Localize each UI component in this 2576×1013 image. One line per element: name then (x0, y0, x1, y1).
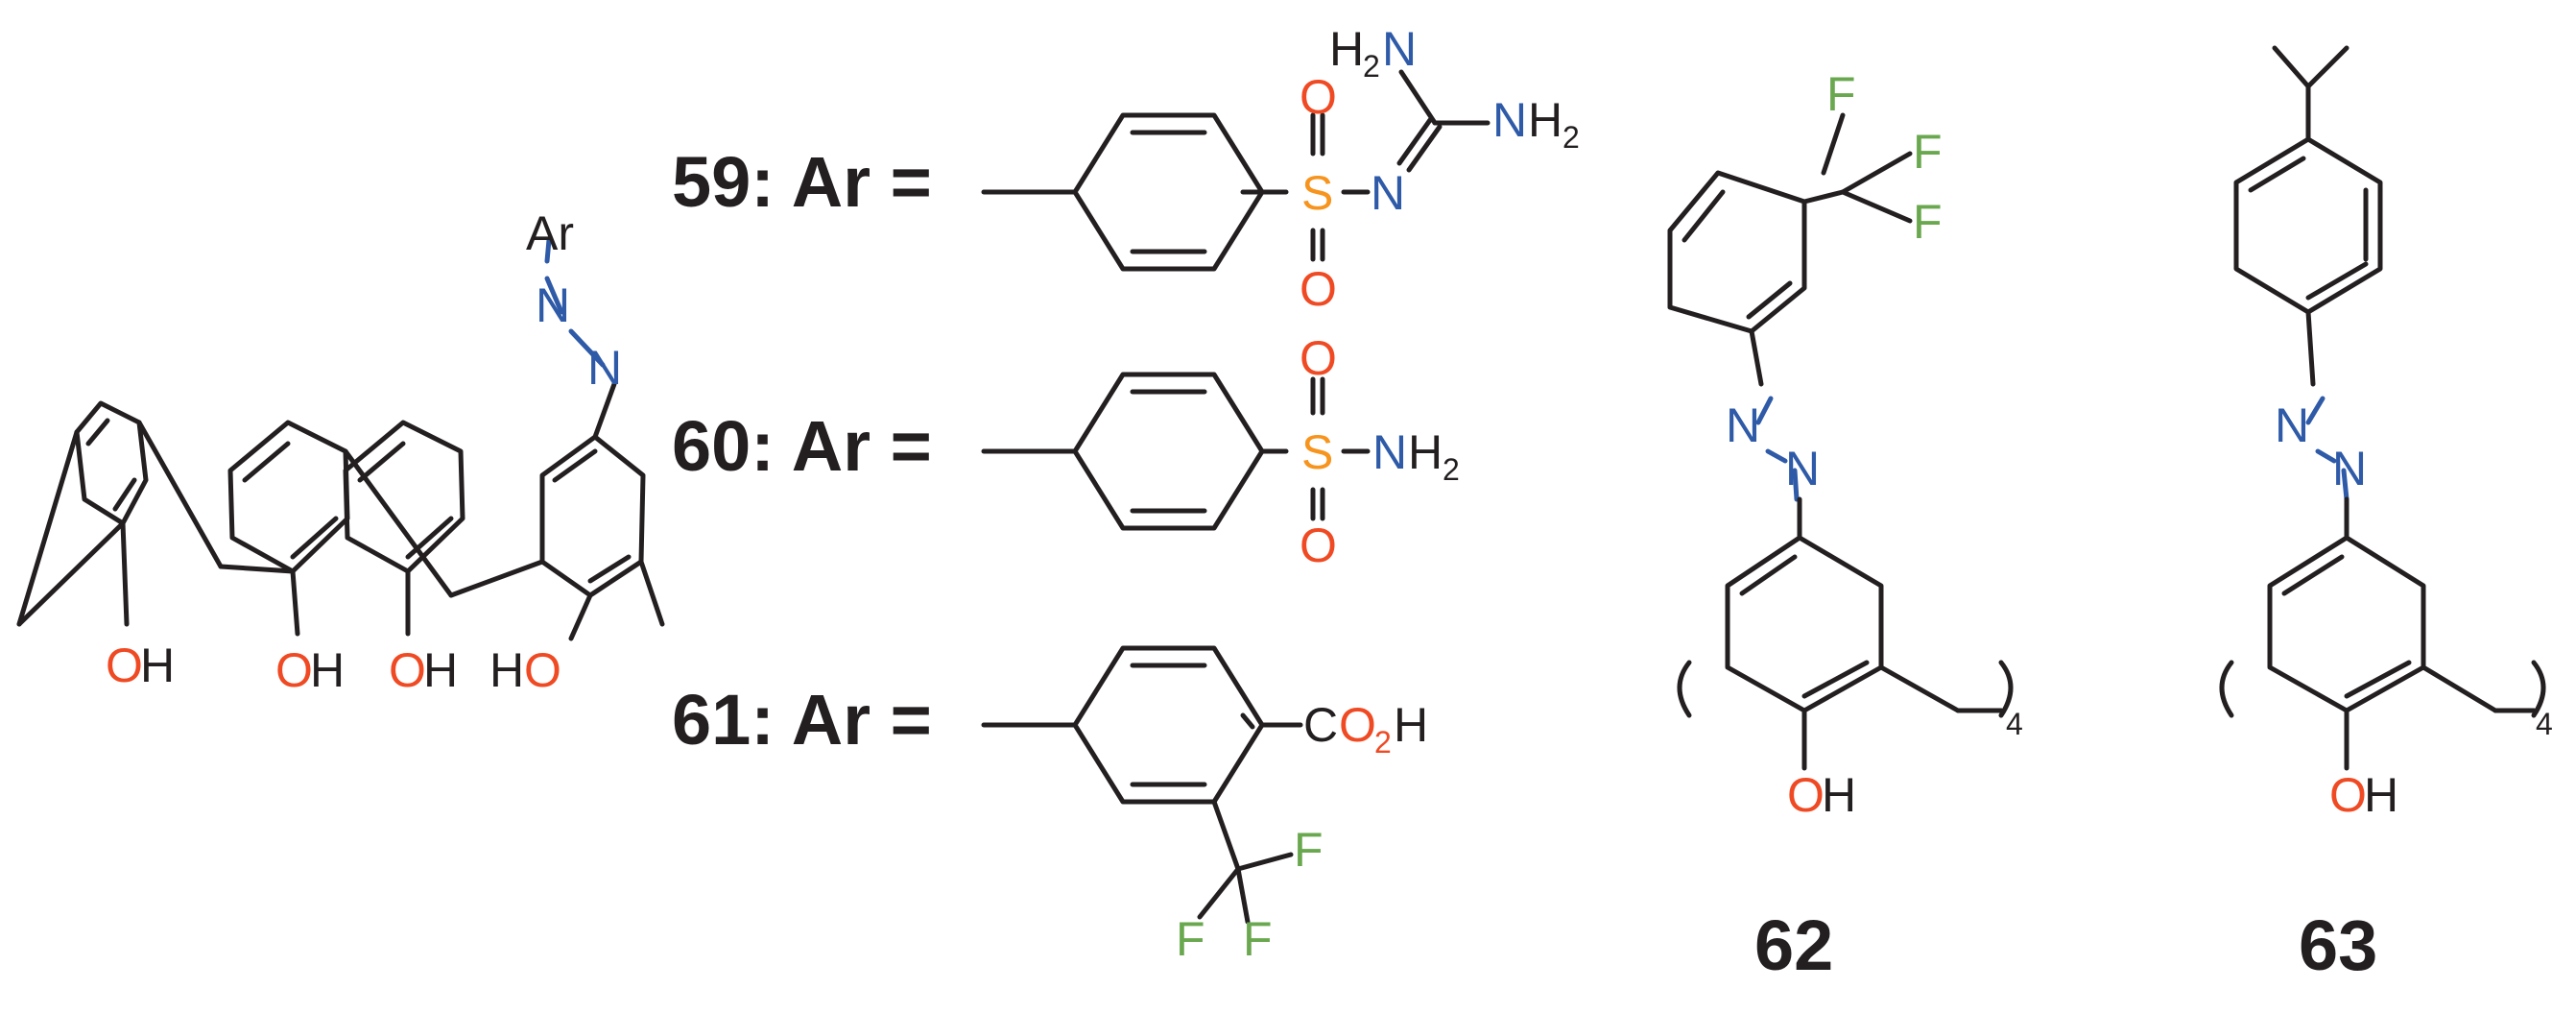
c62-f-bottom: F (1913, 195, 1943, 249)
c59-o-bottom: O (1300, 262, 1337, 316)
c59-n-imine: N (1371, 166, 1405, 220)
compound-59-atoms: S O O N H 2 N N H 2 (1300, 22, 1580, 316)
calix-oh-2-o: O (275, 643, 313, 697)
c61-c: C (1303, 698, 1338, 752)
calixarene-scaffold (16, 237, 665, 641)
c59-o-top: O (1300, 70, 1337, 124)
c62-f-top: F (1826, 67, 1856, 121)
calix-ar-label: Ar (526, 206, 574, 260)
c63-repeat: 4 (2536, 707, 2553, 741)
c60-n: N (1372, 425, 1407, 479)
c63-n-upper: N (2275, 398, 2309, 452)
compound-59-structure (981, 69, 1491, 272)
c59-h2-top-h: H (1329, 22, 1364, 76)
c61-f-right: F (1294, 823, 1324, 877)
calixarene-atom-labels: Ar N N O H O H O H H O (106, 206, 622, 697)
compound-labels: 59: Ar = 60: Ar = 61: Ar = (672, 142, 932, 760)
c61-o: O (1339, 698, 1376, 752)
c59-h2-top-sub: 2 (1363, 49, 1380, 84)
compound-60-structure (981, 372, 1371, 531)
calix-n-lower: N (587, 341, 622, 395)
c62-f-right: F (1913, 125, 1943, 179)
compound-60-atoms: S O O N H 2 (1300, 331, 1460, 572)
c63-o: O (2329, 768, 2367, 822)
c59-n-top: N (1382, 22, 1417, 76)
c61-f-bottom: F (1243, 912, 1273, 966)
compound-60-label: 60: Ar = (672, 406, 932, 486)
c61-o-sub: 2 (1374, 725, 1392, 760)
compound-62-structure (1667, 112, 2014, 771)
calix-n-upper: N (536, 278, 570, 332)
calix-oh-2-h: H (310, 643, 345, 697)
calix-oh-4-h: H (489, 643, 524, 697)
calix-oh-3-o: O (389, 643, 426, 697)
compound-62-label: 62 (1754, 905, 1833, 985)
c60-s: S (1301, 425, 1333, 479)
c63-h: H (2364, 768, 2398, 822)
c62-o: O (1787, 768, 1825, 822)
compound-61-structure (981, 645, 1303, 925)
c61-f-left: F (1176, 912, 1205, 966)
c62-repeat: 4 (2006, 707, 2023, 741)
c60-h: H (1408, 425, 1443, 479)
compound-59-label: 59: Ar = (672, 142, 932, 222)
c62-h: H (1822, 768, 1856, 822)
c63-n-lower: N (2332, 442, 2367, 495)
c59-h-right-sub: 2 (1562, 120, 1580, 155)
c60-o-bottom: O (1300, 519, 1337, 572)
c59-n-right: N (1492, 93, 1527, 147)
compound-63-atoms: N N O H 4 63 (2275, 398, 2553, 985)
compound-61-label: 61: Ar = (672, 680, 932, 760)
c59-h-right: H (1528, 93, 1562, 147)
c62-n-lower: N (1785, 442, 1820, 495)
c60-h-sub: 2 (1443, 452, 1460, 487)
compound-63-label: 63 (2299, 905, 2377, 985)
calix-oh-3-h: H (423, 643, 458, 697)
c61-h: H (1394, 698, 1428, 752)
calix-oh-1-h: H (140, 639, 175, 692)
c60-o-top: O (1300, 331, 1337, 385)
c59-s: S (1301, 166, 1333, 220)
calix-oh-1-o: O (106, 639, 143, 692)
compound-61-atoms: C O 2 H F F F (1176, 698, 1428, 966)
compound-63-structure (2219, 45, 2546, 771)
compound-62-atoms: F F F N N O H 4 62 (1726, 67, 2023, 985)
c62-n-upper: N (1726, 398, 1760, 452)
calix-oh-4-o: O (524, 643, 561, 697)
